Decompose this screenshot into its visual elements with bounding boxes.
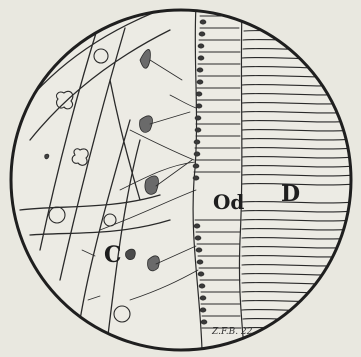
artist-signature: Z.F.B. 22: [211, 327, 253, 337]
label-od: Od: [213, 190, 244, 214]
label-d: D: [281, 181, 300, 207]
microscope-field: [11, 10, 351, 350]
label-c: C: [104, 242, 122, 268]
